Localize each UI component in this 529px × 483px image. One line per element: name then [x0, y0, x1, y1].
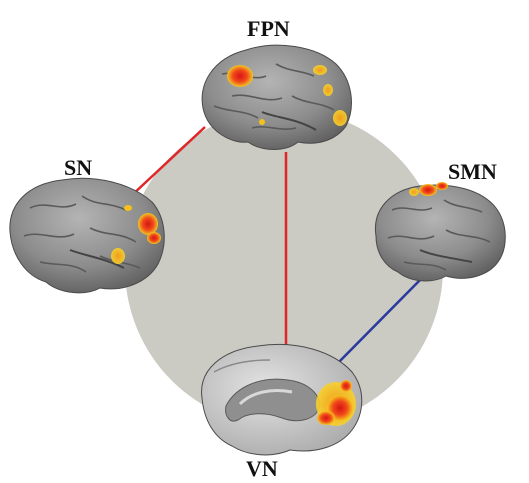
label-smn: SMN	[448, 159, 497, 184]
fpn-brain	[201, 44, 352, 150]
label-vn: VN	[246, 456, 278, 481]
sn-brain	[9, 177, 165, 294]
vn-brain	[201, 343, 363, 456]
connection-fpn-sn	[130, 126, 206, 197]
smn-brain	[374, 182, 506, 282]
label-sn: SN	[64, 155, 93, 180]
label-fpn: FPN	[247, 16, 290, 41]
background-disc	[125, 109, 443, 427]
connection-smn-vn	[332, 277, 423, 369]
